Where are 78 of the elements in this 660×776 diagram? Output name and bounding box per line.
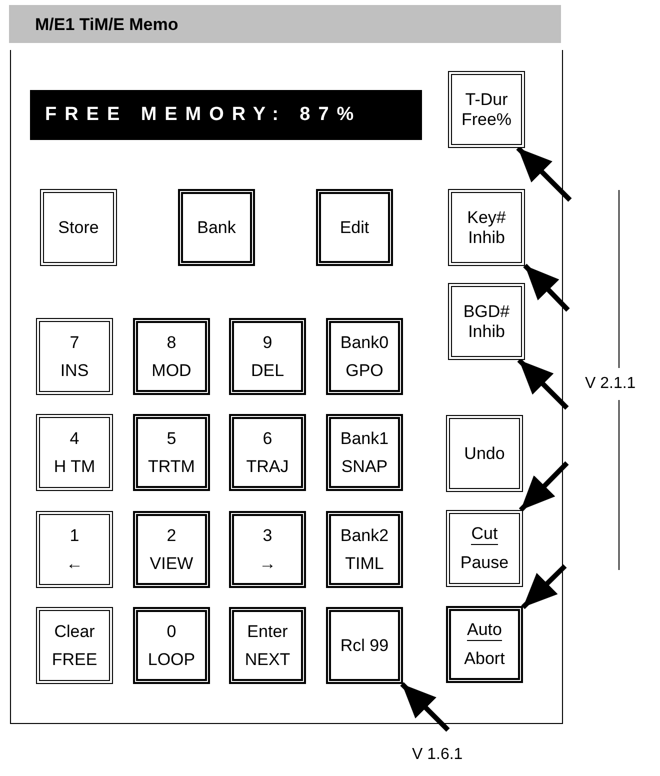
- key-button: [229, 414, 306, 491]
- key-button: [133, 607, 210, 684]
- key-label: 8: [166, 332, 176, 352]
- key-button: [36, 511, 113, 588]
- key-label: BGD# Inhib: [462, 302, 511, 342]
- arrow: [517, 358, 569, 410]
- key-button: [36, 318, 113, 395]
- key-label: Rcl 99: [340, 636, 389, 656]
- key-label: Store: [58, 218, 99, 238]
- key-label: 7: [70, 332, 80, 352]
- key-label: Abort: [464, 649, 505, 669]
- key-label: Auto: [467, 620, 502, 641]
- key-label: FREE: [52, 650, 98, 670]
- display-text: FREE MEMORY: 87%: [45, 104, 362, 126]
- key-label: Enter: [247, 622, 288, 642]
- key-button: [446, 415, 523, 492]
- key-label: NEXT: [244, 650, 290, 670]
- key-button: [326, 318, 403, 395]
- key-label: 1: [70, 526, 80, 546]
- display-screen: [30, 90, 422, 140]
- key-button: [178, 189, 255, 266]
- key-label: TRTM: [148, 456, 195, 476]
- key-button: [229, 318, 306, 395]
- key-label: MOD: [152, 360, 192, 380]
- key-button: [133, 511, 210, 588]
- key-button: [36, 607, 113, 684]
- key-button: [446, 606, 523, 683]
- key-button: [326, 414, 403, 491]
- key-label: Bank2: [340, 526, 389, 546]
- key-label: TRAJ: [246, 456, 289, 476]
- key-button: [36, 414, 113, 491]
- key-button: [133, 318, 210, 395]
- title-bar: M/E1 TiM/E Memo: [9, 5, 561, 43]
- key-label: H TM: [54, 456, 96, 476]
- version-label: V 2.1.1: [585, 375, 636, 393]
- key-button: [316, 189, 393, 266]
- key-label: Pause: [460, 553, 509, 573]
- key-label: 5: [166, 428, 176, 448]
- arrow: [523, 264, 570, 312]
- key-label: VIEW: [150, 554, 194, 574]
- key-button: [326, 607, 403, 684]
- key-label: →: [259, 554, 276, 574]
- key-label: LOOP: [148, 650, 196, 670]
- version-label: V 1.6.1: [412, 746, 463, 764]
- key-label: 9: [262, 332, 272, 352]
- key-label: GPO: [346, 360, 384, 380]
- key-label: Undo: [464, 444, 505, 464]
- key-label: 6: [262, 428, 272, 448]
- key-label: SNAP: [341, 456, 388, 476]
- key-button: [446, 510, 523, 587]
- key-label: Clear: [54, 622, 95, 642]
- key-button: [229, 511, 306, 588]
- key-label: DEL: [250, 360, 284, 380]
- arrow: [521, 564, 567, 610]
- key-label: Bank1: [340, 428, 389, 448]
- key-label: Key# Inhib: [466, 208, 507, 248]
- key-button: [326, 511, 403, 588]
- key-label: 2: [166, 526, 176, 546]
- key-button: [448, 283, 525, 360]
- key-label: Cut: [471, 524, 498, 545]
- key-label: 4: [70, 428, 80, 448]
- arrow: [516, 146, 572, 202]
- key-label: T-Dur Free%: [460, 90, 513, 130]
- key-button: [229, 607, 306, 684]
- key-label: Edit: [340, 218, 370, 238]
- key-button: [448, 71, 525, 148]
- key-button: [133, 414, 210, 491]
- key-label: 3: [262, 526, 272, 546]
- arrow: [400, 682, 450, 732]
- key-label: 0: [166, 622, 176, 642]
- key-label: ←: [66, 554, 83, 574]
- key-label: Bank0: [340, 332, 389, 352]
- key-label: TIML: [345, 554, 384, 574]
- key-button: [40, 189, 117, 266]
- key-label: INS: [60, 360, 89, 380]
- arrow: [518, 461, 569, 512]
- key-button: [448, 189, 525, 266]
- key-label: Bank: [197, 218, 236, 238]
